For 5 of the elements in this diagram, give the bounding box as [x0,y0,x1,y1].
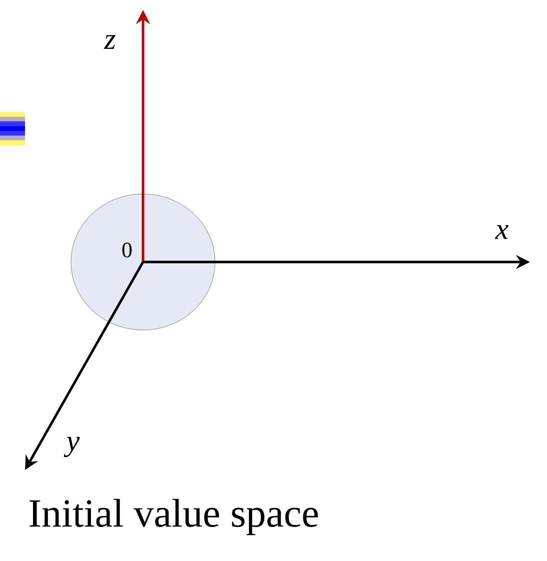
caption: Initial value space [30,498,318,536]
axis-label: y [64,436,80,458]
axis-label: z [104,35,116,49]
axis-label: 0 [122,242,132,258]
axis-label: x [495,225,508,239]
